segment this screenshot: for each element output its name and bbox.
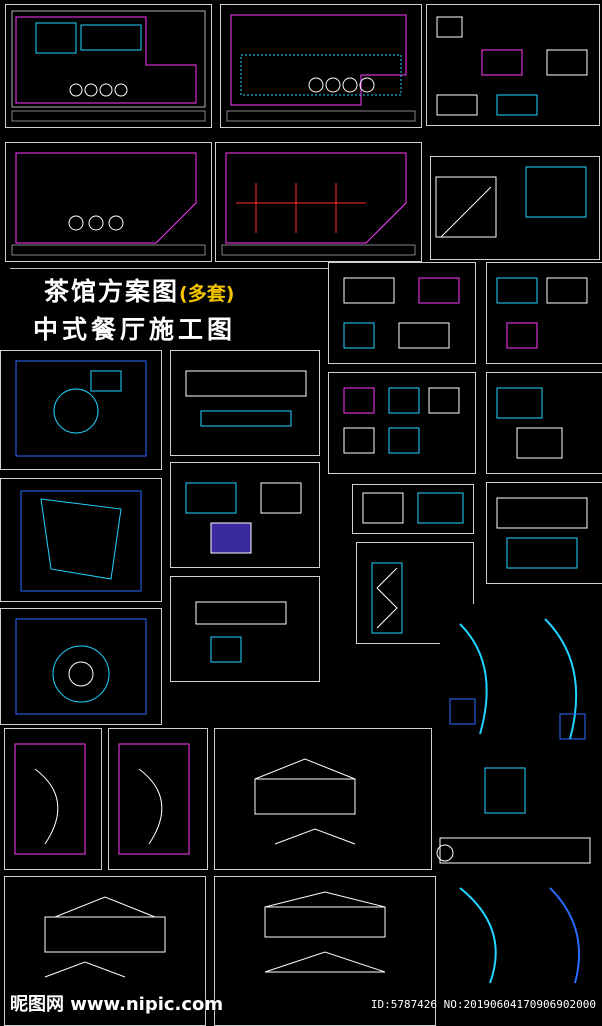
elevation-sheet-c [328, 372, 476, 474]
blue-floor-plan-2 [0, 478, 162, 602]
lighting-plan-sheet [215, 142, 422, 262]
bottom-elevation-3 [214, 876, 436, 1026]
bottom-plan-1 [4, 728, 102, 870]
center-elevation-1 [170, 350, 320, 456]
elevation-sheet-a [328, 262, 476, 364]
elevation-sheet-b [486, 262, 602, 364]
elevation-sheet-d [486, 372, 602, 474]
small-sheet-1 [352, 484, 474, 534]
elevation-sheet-e [486, 482, 602, 584]
bottom-elevation-2 [4, 876, 206, 1026]
center-elevation-3 [170, 576, 320, 682]
blue-floor-plan-1 [0, 350, 162, 470]
detail-sheet-right [430, 156, 600, 260]
curved-building-plan-2 [440, 878, 602, 988]
bottom-elevation-1 [214, 728, 432, 870]
floor-plan-sheet-2 [220, 4, 422, 128]
title-underline [10, 268, 328, 269]
headline-main: 茶馆方案图 [44, 277, 180, 306]
bottom-plan-2 [108, 728, 208, 870]
image-id-text: ID:5787426 NO:20190604170906902000 [370, 998, 596, 1011]
curved-building-plan-1 [440, 604, 602, 749]
elevation-sheet-top-right [426, 4, 600, 126]
site-watermark: 昵图网 www.nipic.com [10, 994, 224, 1015]
center-elevation-2 [170, 462, 320, 568]
ceiling-plan-sheet-1 [5, 142, 212, 262]
building-elevation-right [430, 758, 602, 873]
headline-title: 茶馆方案图(多套) [44, 272, 234, 308]
blue-floor-plan-3 [0, 608, 162, 725]
floor-plan-sheet-1 [5, 4, 212, 128]
headline-suffix: (多套) [179, 283, 235, 305]
headline-subtitle: 中式餐厅施工图 [33, 315, 237, 344]
